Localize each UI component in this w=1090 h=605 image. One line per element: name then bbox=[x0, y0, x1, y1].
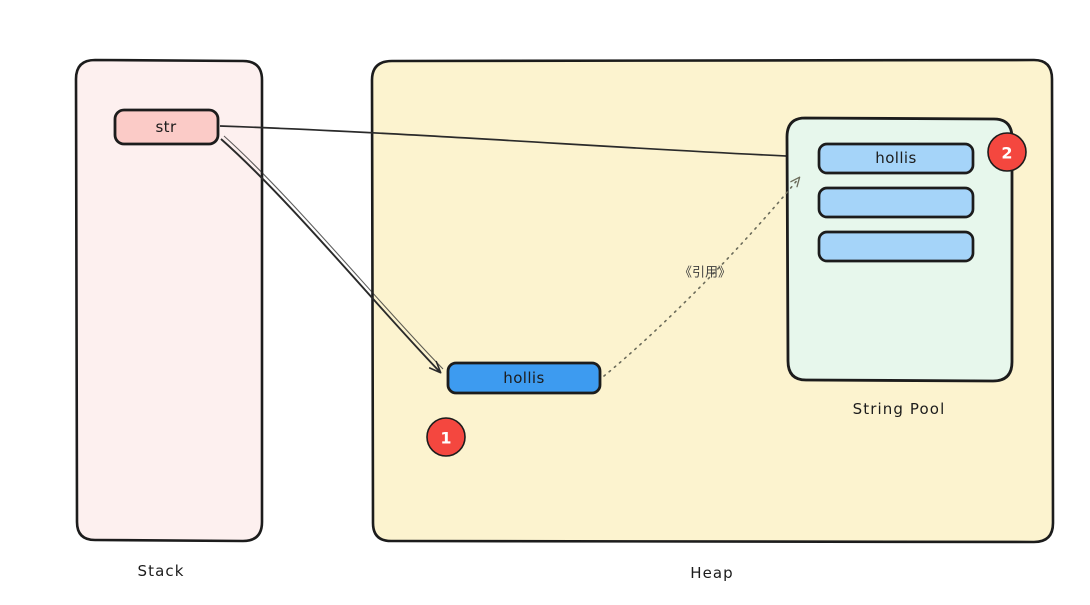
stack-container bbox=[74, 58, 264, 543]
edge-str-to-pool bbox=[219, 125, 809, 157]
string-pool-slot-0[interactable] bbox=[817, 142, 975, 175]
heap-object-box[interactable] bbox=[446, 361, 602, 395]
string-pool-slot-1[interactable] bbox=[817, 186, 975, 219]
string-pool-slot-2[interactable] bbox=[817, 230, 975, 263]
stack-variable-box[interactable] bbox=[113, 108, 220, 146]
badge-2-circle bbox=[987, 132, 1027, 172]
badge-1-circle bbox=[426, 417, 466, 457]
edge-str-to-heap bbox=[220, 135, 444, 372]
stack-region bbox=[74, 58, 264, 543]
edge-heap-to-pool bbox=[603, 178, 799, 377]
